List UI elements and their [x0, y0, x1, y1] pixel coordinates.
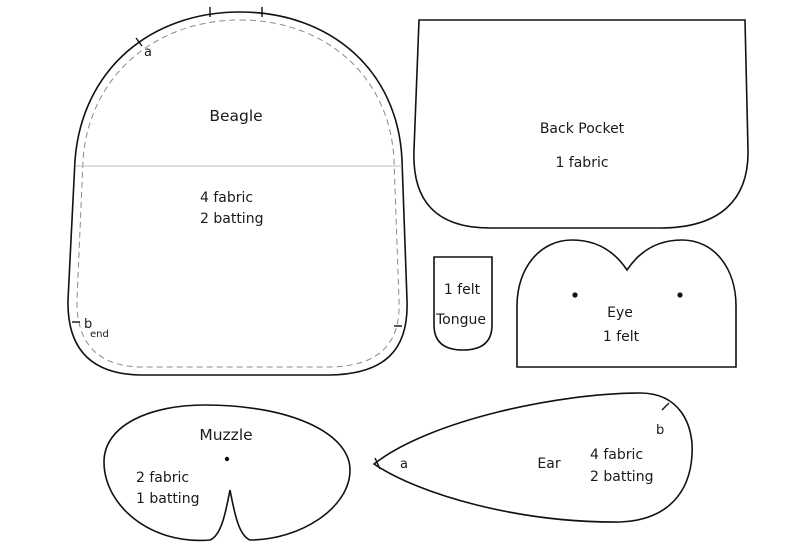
- ear-title: Ear: [537, 456, 560, 472]
- eye-outline: [516, 239, 737, 368]
- back-pocket-outline: [413, 19, 749, 229]
- beagle-outline: [67, 11, 408, 376]
- eye-quantity-felt: 1 felt: [603, 329, 640, 345]
- eye-title: Eye: [607, 305, 633, 321]
- muzzle-piece: Muzzle 2 fabric 1 batting: [103, 404, 351, 542]
- muzzle-outline: [103, 404, 351, 542]
- beagle-notch-a: [135, 37, 143, 47]
- eye-piece: Eye 1 felt: [516, 239, 737, 368]
- tongue-quantity-felt: 1 felt: [444, 282, 481, 298]
- beagle-mark-b-sub: end: [90, 329, 109, 340]
- eye-dot-right: [677, 292, 683, 298]
- muzzle-title: Muzzle: [199, 426, 252, 444]
- ear-notch-b: [661, 402, 670, 411]
- tongue-piece: 1 felt Tongue: [433, 256, 493, 351]
- ear-quantity-batting: 2 batting: [590, 469, 653, 485]
- back-pocket-quantity-fabric: 1 fabric: [555, 155, 608, 171]
- beagle-piece: a b end Beagle 4 fabric 2 batting: [67, 7, 408, 376]
- ear-outline: [372, 392, 693, 523]
- tongue-title: Tongue: [435, 312, 486, 328]
- eye-dot-left: [572, 292, 578, 298]
- ear-mark-a: a: [400, 457, 408, 472]
- ear-notch-a: [374, 457, 381, 470]
- tongue-outline: [433, 256, 493, 351]
- beagle-seam-allowance: [76, 19, 400, 368]
- back-pocket-piece: Back Pocket 1 fabric: [413, 19, 749, 229]
- ear-mark-b: b: [656, 423, 664, 438]
- beagle-mark-a: a: [144, 45, 152, 60]
- muzzle-center-dot: [224, 456, 230, 462]
- ear-piece: a b Ear 4 fabric 2 batting: [372, 392, 693, 523]
- beagle-mark-b: b: [84, 317, 92, 332]
- muzzle-quantity-batting: 1 batting: [136, 491, 199, 507]
- beagle-title: Beagle: [209, 107, 262, 125]
- ear-quantity-fabric: 4 fabric: [590, 447, 643, 463]
- beagle-quantity-fabric: 4 fabric: [200, 190, 253, 206]
- muzzle-quantity-fabric: 2 fabric: [136, 470, 189, 486]
- beagle-quantity-batting: 2 batting: [200, 211, 263, 227]
- back-pocket-title: Back Pocket: [540, 121, 625, 137]
